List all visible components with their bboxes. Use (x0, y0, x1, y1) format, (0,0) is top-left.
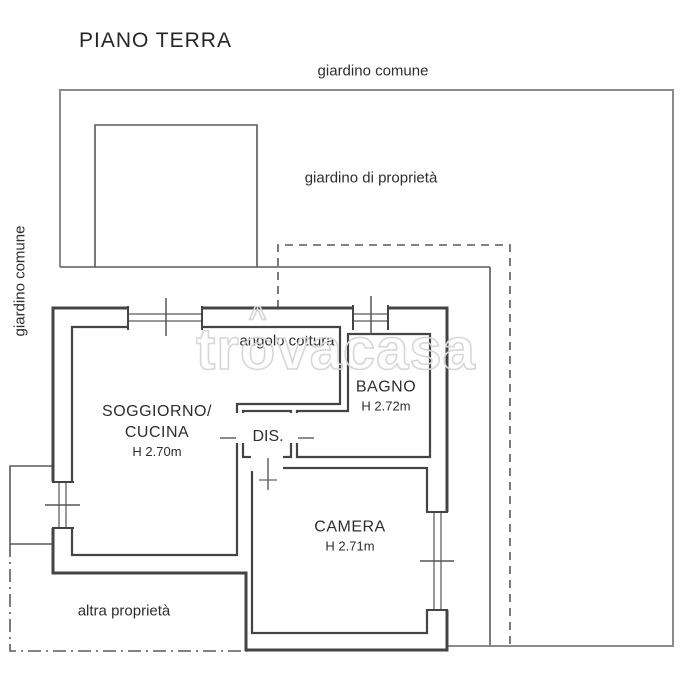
label-soggiorno-cucina: SOGGIORNO/ CUCINA H 2.70m (102, 401, 212, 461)
camera-height: H 2.71m (325, 538, 375, 554)
label-giardino-comune-top: giardino comune (317, 62, 429, 80)
bagno-name: BAGNO (355, 378, 417, 396)
window-camera-right (420, 511, 454, 611)
door-dis-bagno (288, 413, 314, 443)
camera-name: CAMERA (314, 518, 386, 536)
page-title: PIANO TERRA (79, 29, 232, 52)
label-bagno: BAGNO H 2.72m (356, 377, 416, 416)
annex-outline (9, 465, 53, 545)
label-camera: CAMERA H 2.71m (314, 517, 385, 556)
dashed-garden-boundary (277, 244, 511, 645)
label-giardino-di-proprieta: giardino di proprietà (304, 169, 438, 187)
bagno-height: H 2.72m (361, 398, 411, 414)
room-camera-shape (250, 466, 429, 635)
room-bagno-shape (295, 332, 432, 459)
upper-structure-outline (94, 124, 258, 267)
window-soggiorno-top (127, 298, 203, 336)
soggiorno-name-line1: SOGGIORNO/ (102, 403, 212, 420)
property-dashdot-line (9, 544, 248, 652)
label-dis: DIS. (252, 428, 284, 445)
window-bagno-top (352, 296, 389, 335)
label-giardino-comune-left: giardino comune (11, 225, 29, 337)
soggiorno-name-line2: CUCINA (124, 424, 190, 441)
label-angolo-cottura: angolo cottura (239, 332, 335, 350)
room-dis-shape (241, 409, 293, 459)
label-altra-proprieta: altra proprietà (77, 602, 171, 620)
window-soggiorno-left (45, 481, 80, 529)
door-soggiorno-dis (220, 413, 246, 443)
plot-boundary-line (59, 89, 674, 647)
door-dis-camera (251, 455, 283, 490)
room-soggiorno-shape (70, 325, 342, 557)
soggiorno-height: H 2.70m (132, 444, 182, 459)
